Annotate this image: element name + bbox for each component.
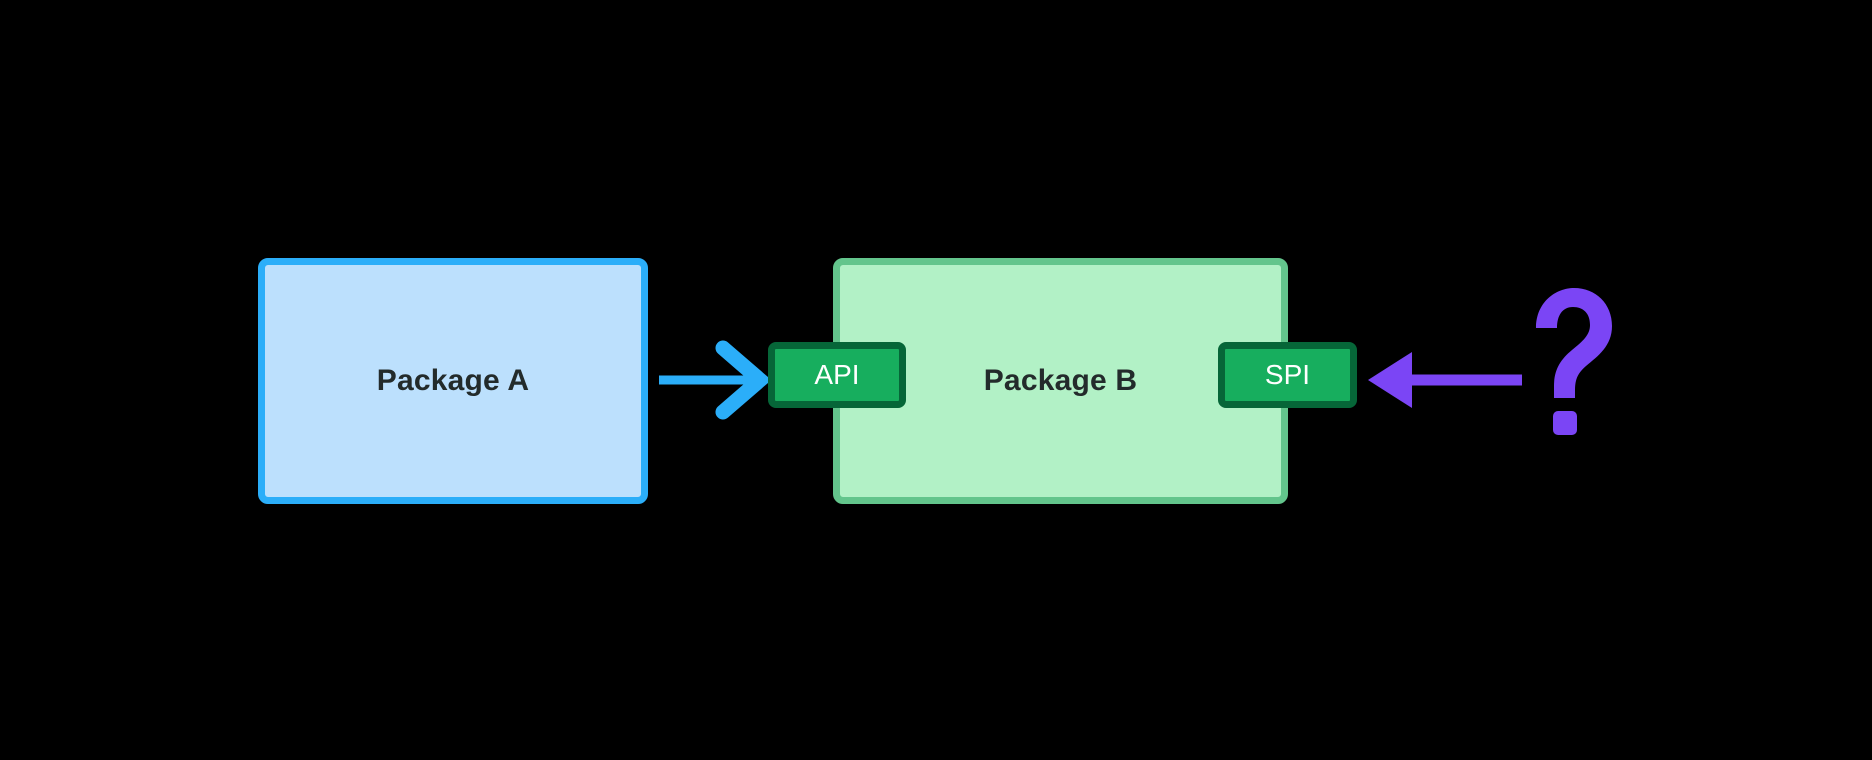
package-a-box[interactable]: Package A	[258, 258, 648, 504]
package-b-label: Package B	[983, 364, 1138, 397]
api-badge-label: API	[814, 359, 860, 390]
spi-badge-label: SPI	[1264, 359, 1311, 390]
spi-badge[interactable]: SPI	[1218, 342, 1357, 408]
api-badge[interactable]: API	[768, 342, 906, 408]
package-b-box[interactable]: Package B	[833, 258, 1288, 504]
package-a-label: Package A	[376, 364, 530, 397]
a-to-api-arrow	[659, 340, 772, 420]
unknown-to-spi-arrow	[1368, 352, 1522, 408]
a-to-api-arrow-head	[715, 340, 772, 420]
unknown-to-spi-arrow-head	[1368, 352, 1412, 408]
